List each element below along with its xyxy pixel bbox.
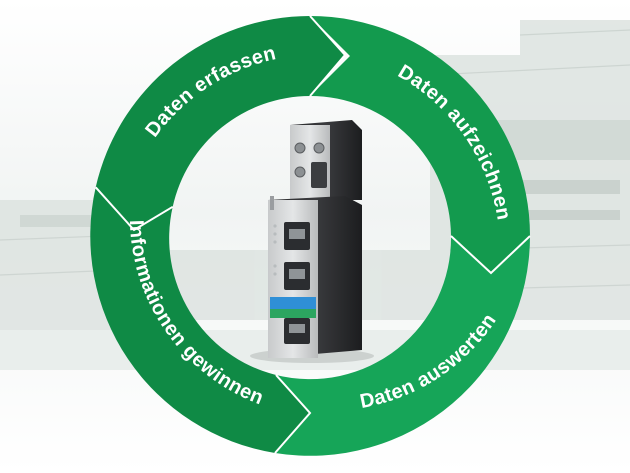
segment-daten-auswerten: [275, 236, 530, 456]
segment-daten-aufzeichnen: [310, 16, 530, 272]
segment-daten-erfassen: [95, 16, 345, 233]
segment-informationen-gewinnen: [90, 187, 310, 454]
cycle-ring: [90, 15, 531, 456]
gateway-device-image: [250, 120, 374, 363]
